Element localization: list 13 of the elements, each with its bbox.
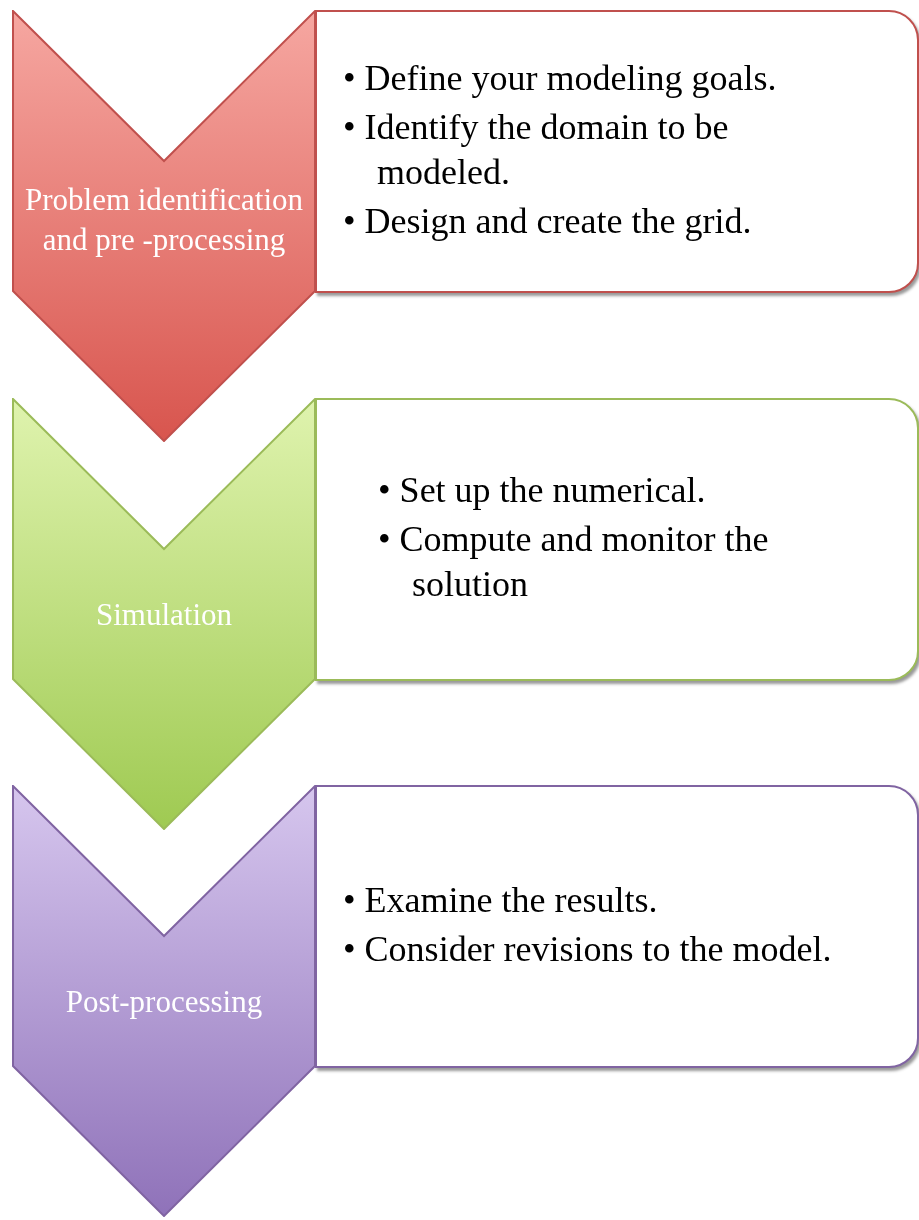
bullet-item: • Consider revisions to the model. <box>343 927 833 971</box>
bullet-item: • Design and create the grid. <box>343 199 753 243</box>
text-panel <box>315 785 919 1068</box>
bullet-item: • Identify the domain to be modeled. <box>343 105 730 194</box>
bullet-item: • Compute and monitor the solution <box>378 518 770 606</box>
text-panel <box>315 10 919 293</box>
stage-label: Post-processing <box>64 983 264 1021</box>
text-panel <box>315 398 919 681</box>
stage-label: Problem identification and pre -processing <box>23 181 305 259</box>
bullet-item: • Define your modeling goals. <box>343 56 778 100</box>
bullet-item: • Set up the numerical. <box>378 469 707 512</box>
bullet-item: • Examine the results. <box>343 878 659 922</box>
stage-label: Simulation <box>94 596 234 634</box>
